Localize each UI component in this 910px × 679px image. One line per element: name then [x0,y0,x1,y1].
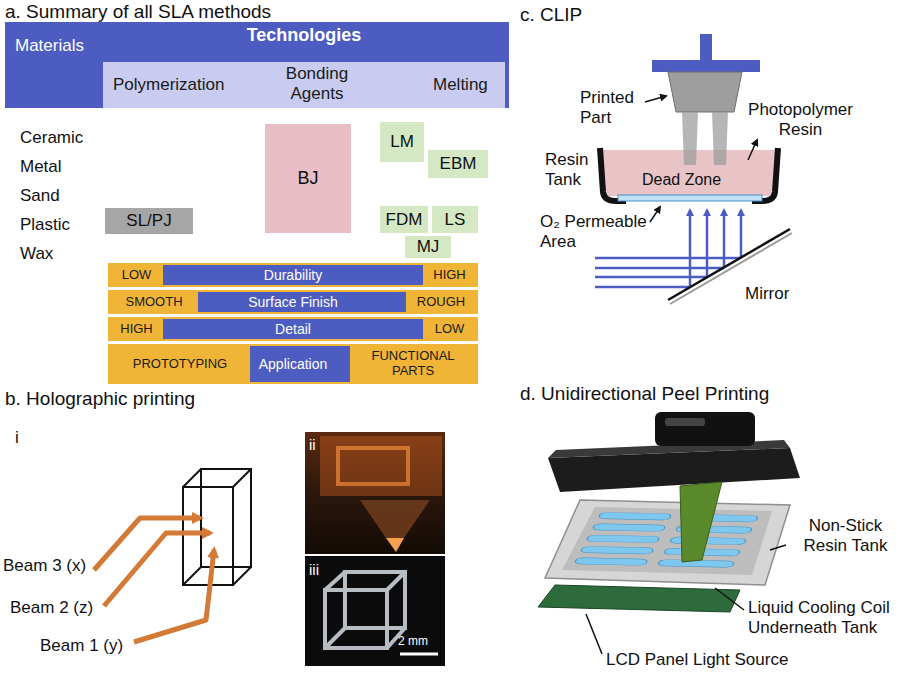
part-label: Dead Zone [642,170,721,189]
beam-label: Beam 2 (z) [10,598,93,618]
subpanel-label: iii [309,561,319,579]
scale-bar: Detail HIGH LOW [108,317,478,341]
material-name: Plastic [20,215,70,235]
node-text: ROUGH [417,295,465,310]
subpanel-label: i [15,428,19,448]
part-label: Liquid Cooling Coil Underneath Tank [748,598,906,639]
node-text: Melting [433,75,488,95]
node-text: BJ [297,168,318,189]
node-text: FUNCTIONAL PARTS [353,349,473,379]
node-text: Materials [15,36,84,56]
material-name: Sand [20,186,60,206]
material-name: Metal [20,157,62,177]
node-text: LS [445,210,466,230]
technology-band: Polymerization Bonding Agents Melting [103,62,505,108]
scale-end: LOW [110,265,163,285]
header-band: Materials TechnologiesPolymerization Bondi… [5,22,509,108]
scale-bar: Surface Finish SMOOTH ROUGH [108,290,478,314]
scale-end: SMOOTH [110,292,198,312]
scale-end: HIGH [423,265,476,285]
part-label: Printed Part [580,88,650,129]
node-text: HIGH [433,268,466,283]
scale-end: ROUGH [406,292,476,312]
method-box: BJ [265,124,351,233]
scale-label: 2 mm [398,634,428,648]
laser-beams [94,518,214,642]
scale-end: PROTOTYPING [110,346,250,382]
part-label: Resin Tank [545,150,597,191]
clip-printer [595,34,792,304]
panel-title: b. Holographic printing [5,388,195,411]
photo-ii [305,432,445,554]
scale-end: FUNCTIONAL PARTS [350,346,476,382]
node-text: SL/PJ [126,211,171,231]
node-text: Application [259,356,328,372]
method-box: LM [380,122,424,162]
method-box: LS [432,206,478,233]
method-box: EBM [428,150,488,178]
node-text: LM [390,132,414,152]
part-label: Photopolymer Resin [738,100,863,141]
scale-end: LOW [423,319,476,339]
node-text: HIGH [120,322,153,337]
material-name: Ceramic [20,128,83,148]
peel-printer [538,412,800,654]
node-text: Detail [275,321,311,337]
panel-title: c. CLIP [520,4,582,27]
node-text: PROTOTYPING [133,357,227,372]
beam-label: Beam 3 (x) [3,556,86,576]
beam-label: Beam 1 (y) [40,636,123,656]
subpanel-label: ii [309,436,316,454]
part-label: Non-Stick Resin Tank [788,516,903,557]
scale-bar: Application PROTOTYPING FUNCTIONAL PARTS [108,344,478,384]
part-label: Mirror [745,284,789,304]
method-box: SL/PJ [105,208,193,234]
scale-end: HIGH [110,319,163,339]
method-box: MJ [405,236,451,258]
node-text: Polymerization [113,75,225,95]
node-text: Bonding Agents [261,64,373,103]
method-box: FDM [380,206,428,233]
scale-bar: Durability LOW HIGH [108,263,478,287]
node-text: EBM [440,154,477,174]
node-text: SMOOTH [125,295,182,310]
node-text: Durability [264,267,322,283]
node-text: Technologies [103,25,505,46]
node-text: MJ [417,237,440,257]
node-text: Surface Finish [248,294,337,310]
panel-title: a. Summary of all SLA methods [5,1,271,24]
part-label: LCD Panel Light Source [606,650,788,670]
material-name: Wax [20,244,53,264]
cube-wireframe [183,469,251,585]
photo-iii [305,556,445,666]
part-label: O₂ Permeable Area [540,212,652,253]
panel-title: d. Unidirectional Peel Printing [520,383,769,406]
node-text: LOW [122,268,152,283]
node-text: FDM [386,210,423,230]
node-text: LOW [435,322,465,337]
